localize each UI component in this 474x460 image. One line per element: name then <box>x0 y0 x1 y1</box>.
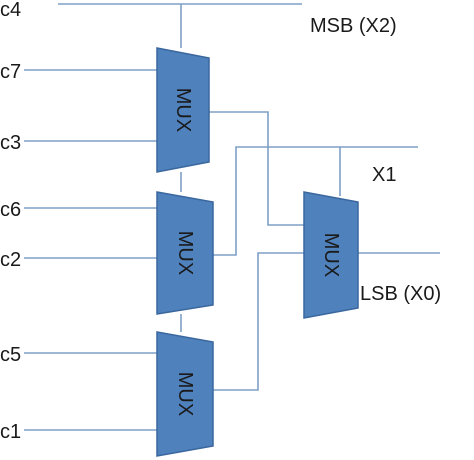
mux-3-label: MUX <box>174 372 196 416</box>
wires <box>24 3 440 431</box>
output-labels: MSB (X2) X1 LSB (X0) <box>310 15 441 305</box>
mux-3: MUX <box>156 331 214 457</box>
input-label-c4: c4 <box>0 0 21 21</box>
wire-mux1-out <box>209 111 304 226</box>
input-labels: c4 c7 c3 c6 c2 c5 c1 <box>0 0 21 443</box>
output-label-msb: MSB (X2) <box>310 15 397 37</box>
mux-3-body <box>156 331 214 457</box>
input-label-c3: c3 <box>0 132 21 154</box>
mux-2-body <box>156 191 214 315</box>
mux-2-label: MUX <box>174 231 196 275</box>
input-label-c7: c7 <box>0 61 21 83</box>
wire-mux2-out <box>213 146 418 256</box>
input-label-c1: c1 <box>0 421 21 443</box>
input-label-c5: c5 <box>0 344 21 366</box>
mux-1: MUX <box>156 47 210 173</box>
mux-2: MUX <box>156 191 214 315</box>
input-label-c6: c6 <box>0 199 21 221</box>
input-label-c2: c2 <box>0 249 21 271</box>
mux-1-label: MUX <box>172 88 194 132</box>
mux-4-body <box>303 191 359 319</box>
mux-1-body <box>156 47 210 173</box>
mux-4-label: MUX <box>320 233 342 277</box>
mux-4: MUX <box>303 191 359 319</box>
output-label-x1: X1 <box>372 164 396 186</box>
wire-mux3-out <box>213 252 304 391</box>
output-label-lsb: LSB (X0) <box>360 283 441 305</box>
